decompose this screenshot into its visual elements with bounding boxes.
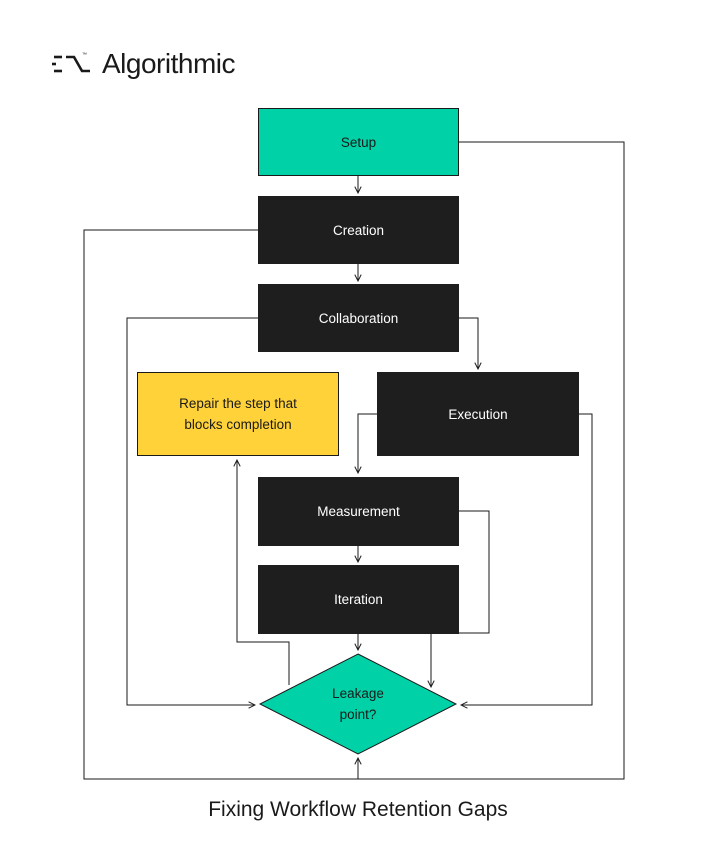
decision-label-wrap: Leakage point? xyxy=(258,652,458,756)
arrow-collaboration-to-decision xyxy=(126,317,258,705)
node-repair-label: Repair the step that blocks completion xyxy=(179,396,297,432)
node-creation-label: Creation xyxy=(332,222,385,238)
node-iteration: Iteration xyxy=(258,565,459,634)
arrow-execution-to-measurement xyxy=(358,413,377,473)
arrow-setup-outer-loop xyxy=(358,141,625,780)
node-measurement: Measurement xyxy=(258,477,459,546)
node-iteration-label: Iteration xyxy=(334,592,383,607)
algorithmic-logo-icon: ™ xyxy=(52,52,90,73)
node-collaboration: Collaboration xyxy=(258,284,459,352)
node-execution: Execution xyxy=(377,372,579,456)
node-setup: Setup xyxy=(258,108,459,176)
decision-diamond xyxy=(258,653,458,755)
arrow-collaboration-to-execution xyxy=(459,317,478,369)
arrow-execution-to-decision xyxy=(461,413,593,705)
node-execution-label: Execution xyxy=(448,406,508,422)
node-measurement-label: Measurement xyxy=(317,504,400,519)
diagram-caption: Fixing Workflow Retention Gaps xyxy=(208,798,508,821)
brand-logo: ™ Algorithmic xyxy=(52,44,235,84)
brand-name: Algorithmic xyxy=(102,48,235,79)
node-creation: Creation xyxy=(258,196,459,264)
node-collaboration-label: Collaboration xyxy=(318,310,399,326)
node-repair: Repair the step that blocks completion xyxy=(137,372,339,456)
node-setup-label: Setup xyxy=(340,134,377,150)
arrow-measurement-to-decision xyxy=(431,510,490,687)
decision-label: Leakage point? xyxy=(332,686,384,722)
svg-text:™: ™ xyxy=(82,52,87,58)
arrow-decision-to-repair xyxy=(237,460,290,685)
line-creation-outer-loop xyxy=(83,229,358,780)
